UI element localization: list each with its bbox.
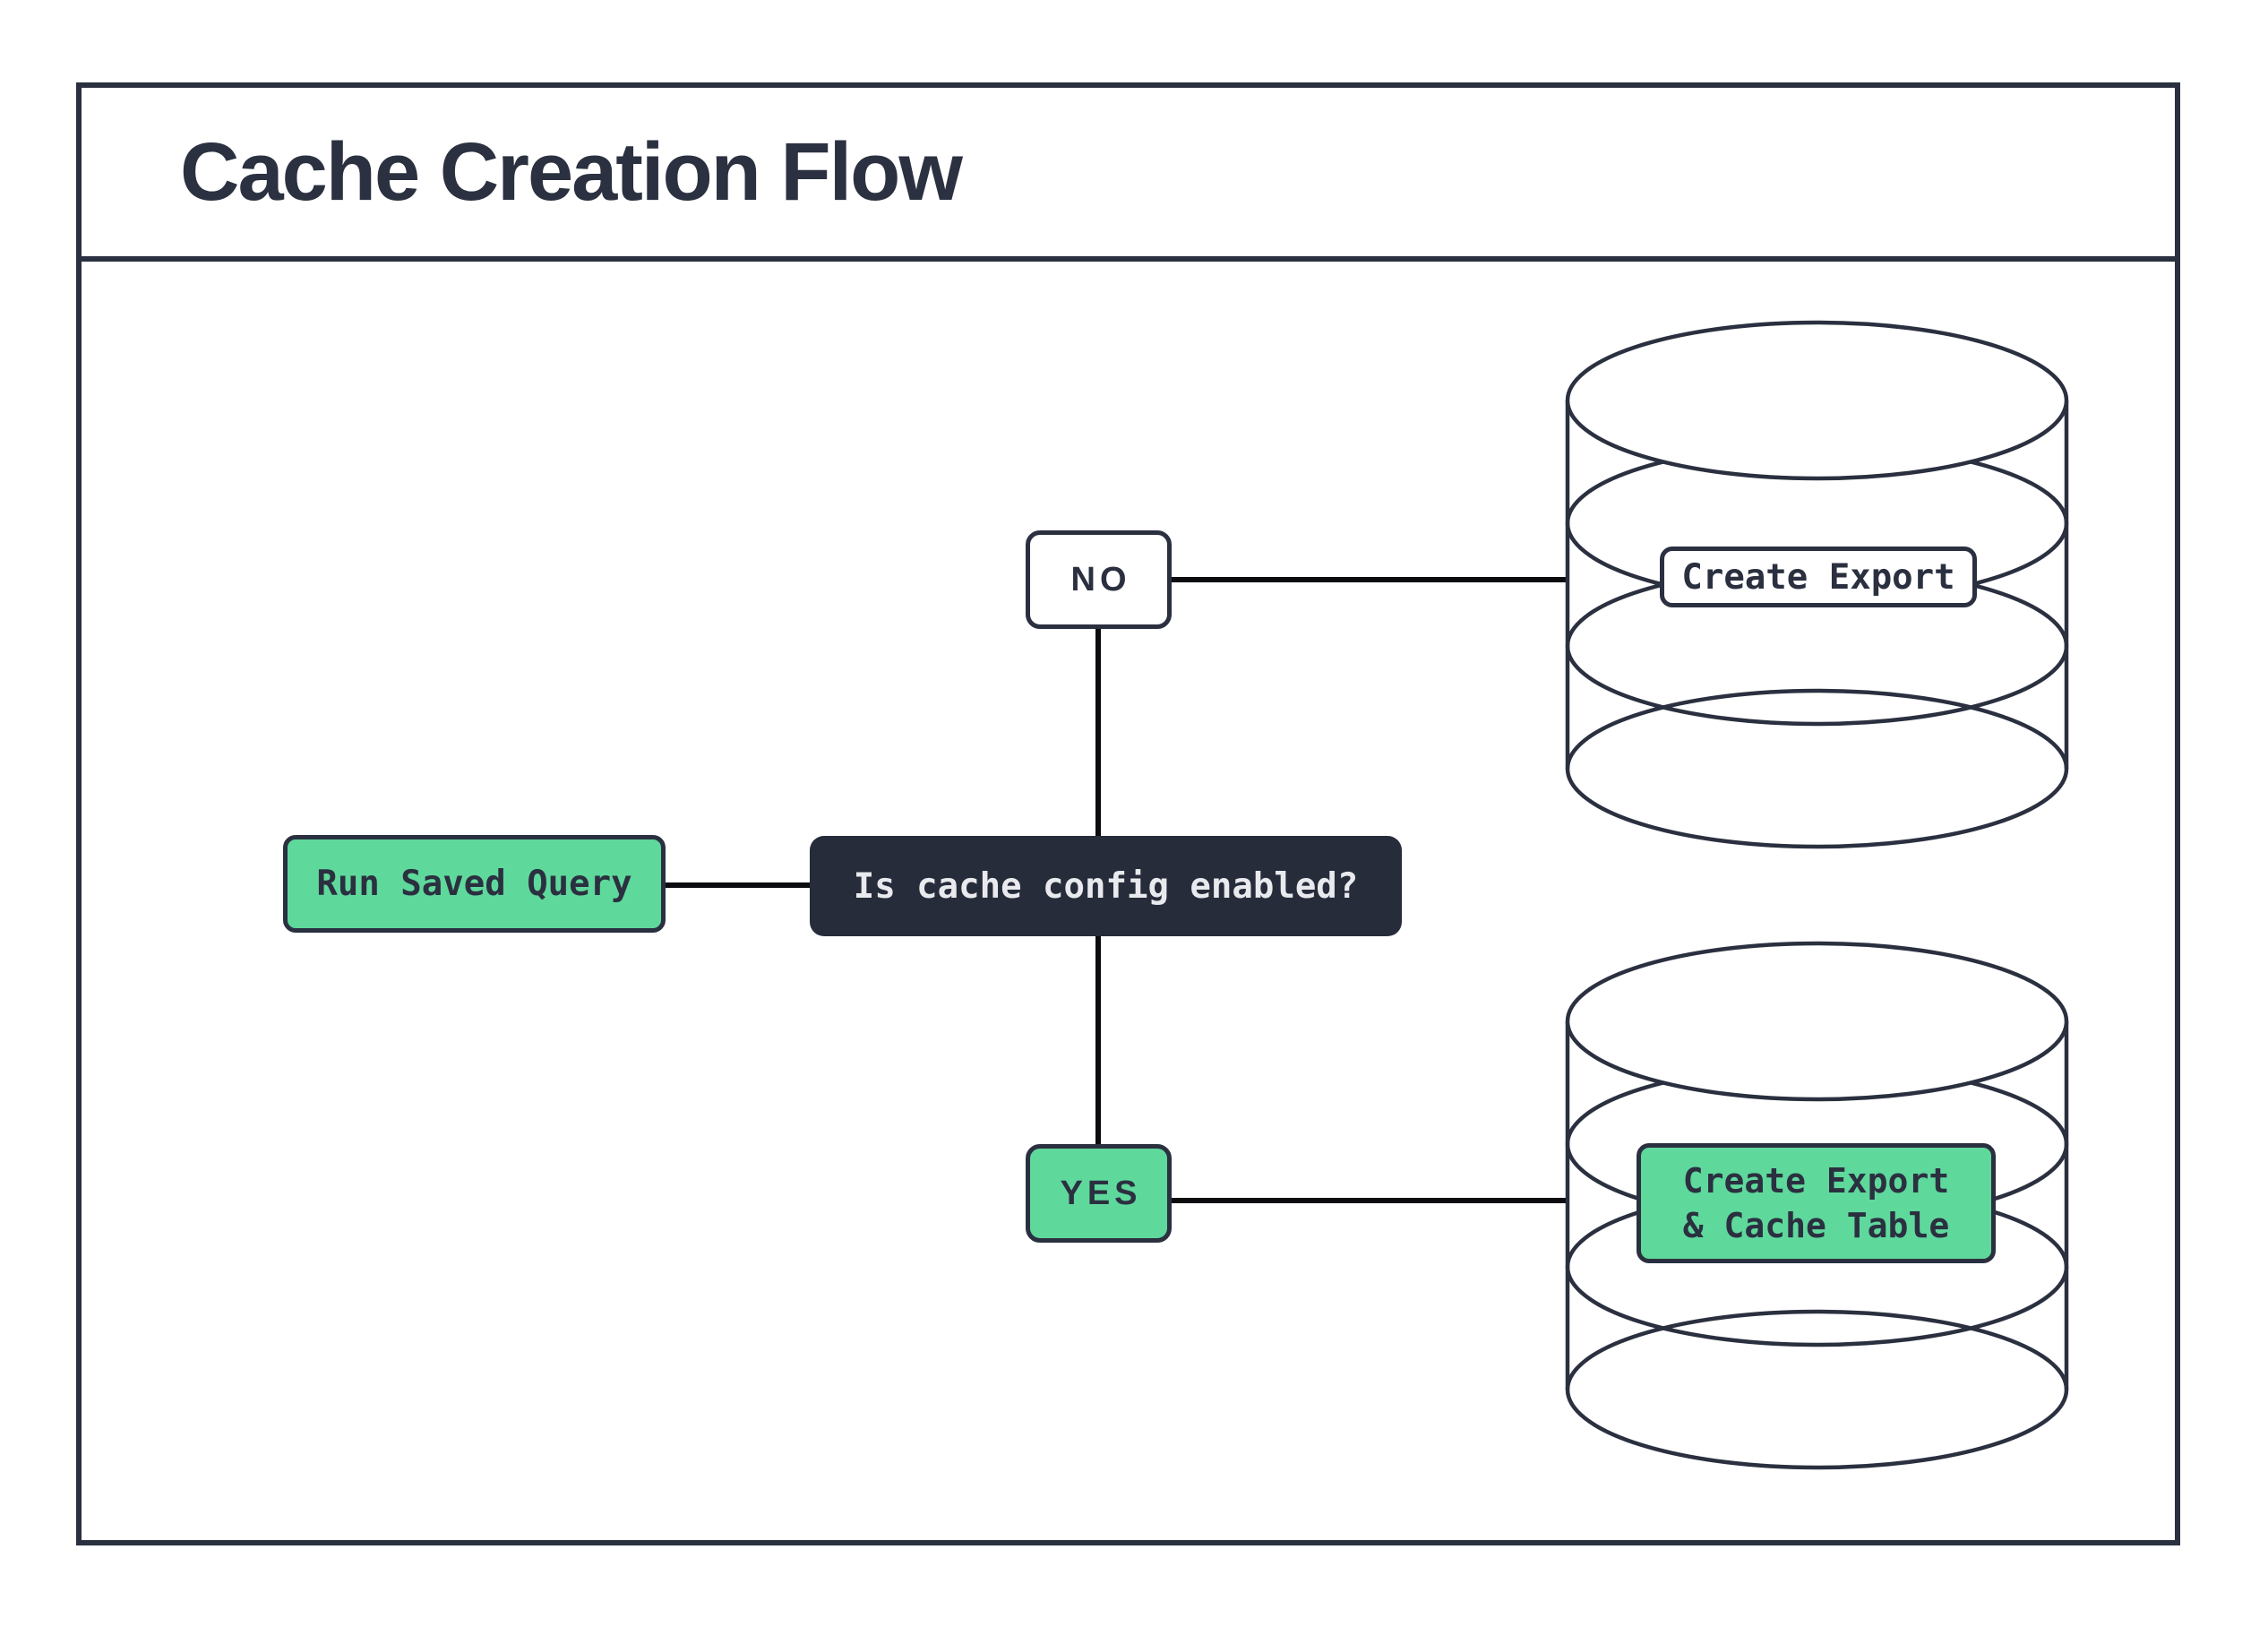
flowchart-panel: Cache Creation Flow [76,82,2180,1545]
node-branch-yes: YES [1026,1144,1172,1243]
node-question-label: Is cache config enabled? [853,865,1359,907]
node-branch-no: NO [1026,530,1172,629]
node-run-saved-query: Run Saved Query [283,835,666,933]
node-run-saved-query-label: Run Saved Query [316,864,632,904]
panel-header: Cache Creation Flow [82,88,2175,262]
node-question: Is cache config enabled? [810,836,1402,936]
node-create-export-cache-line1: Create Export [1682,1160,1950,1201]
node-branch-no-label: NO [1070,560,1131,598]
node-create-export: Create Export [1660,547,1977,607]
node-branch-yes-label: YES [1060,1174,1142,1212]
page-title: Cache Creation Flow [180,125,963,218]
node-create-export-cache-line2: & Cache Table [1682,1206,1950,1245]
node-create-export-cache-table: Create Export & Cache Table [1637,1143,1996,1263]
node-create-export-label: Create Export [1681,556,1955,598]
